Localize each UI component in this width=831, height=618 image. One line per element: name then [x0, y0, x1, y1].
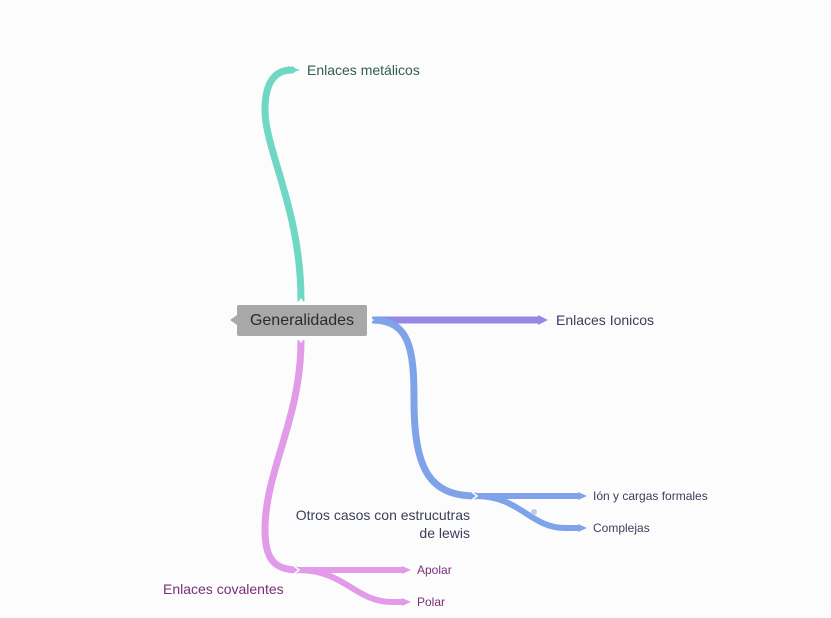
arrow-ionicos — [538, 315, 548, 325]
junction-chevron-covalentes — [293, 565, 301, 575]
root-caret-top — [296, 298, 306, 305]
connector-complejas — [475, 493, 578, 531]
node-apolar[interactable]: Apolar — [417, 563, 452, 577]
node-enlaces-ionicos[interactable]: Enlaces Ionicos — [556, 312, 655, 328]
connector-polar — [297, 567, 402, 605]
arrow-apolar — [402, 566, 411, 574]
node-enlaces-metalicos[interactable]: Enlaces metálicos — [307, 62, 420, 78]
root-caret-bottom — [296, 336, 306, 343]
junction-chevron-otros — [471, 491, 479, 501]
connector-covalentes — [261, 339, 305, 574]
root-caret-right — [367, 315, 374, 325]
node-ion-cargas-formales[interactable]: Ión y cargas formales — [593, 489, 708, 503]
arrow-metalicos — [288, 66, 300, 74]
arrow-polar — [402, 598, 411, 606]
connector-metalicos — [261, 66, 305, 304]
connector-otros — [371, 316, 477, 500]
node-otros-casos-line1: Otros casos con estrucutras — [295, 507, 470, 523]
node-complejas[interactable]: Complejas — [593, 521, 650, 535]
root-caret-left — [230, 315, 237, 325]
arrow-complejas — [578, 524, 587, 532]
node-otros-casos-line2: de lewis — [419, 525, 470, 541]
node-polar[interactable]: Polar — [417, 595, 446, 609]
node-otros-casos[interactable]: Otros casos con estrucutras de lewis — [250, 506, 470, 542]
arrow-ion — [578, 492, 587, 500]
node-enlaces-covalentes[interactable]: Enlaces covalentes — [163, 581, 284, 597]
root-node-label: Generalidades — [249, 311, 355, 329]
connector-dot — [531, 509, 537, 515]
root-node[interactable]: Generalidades — [237, 305, 367, 336]
